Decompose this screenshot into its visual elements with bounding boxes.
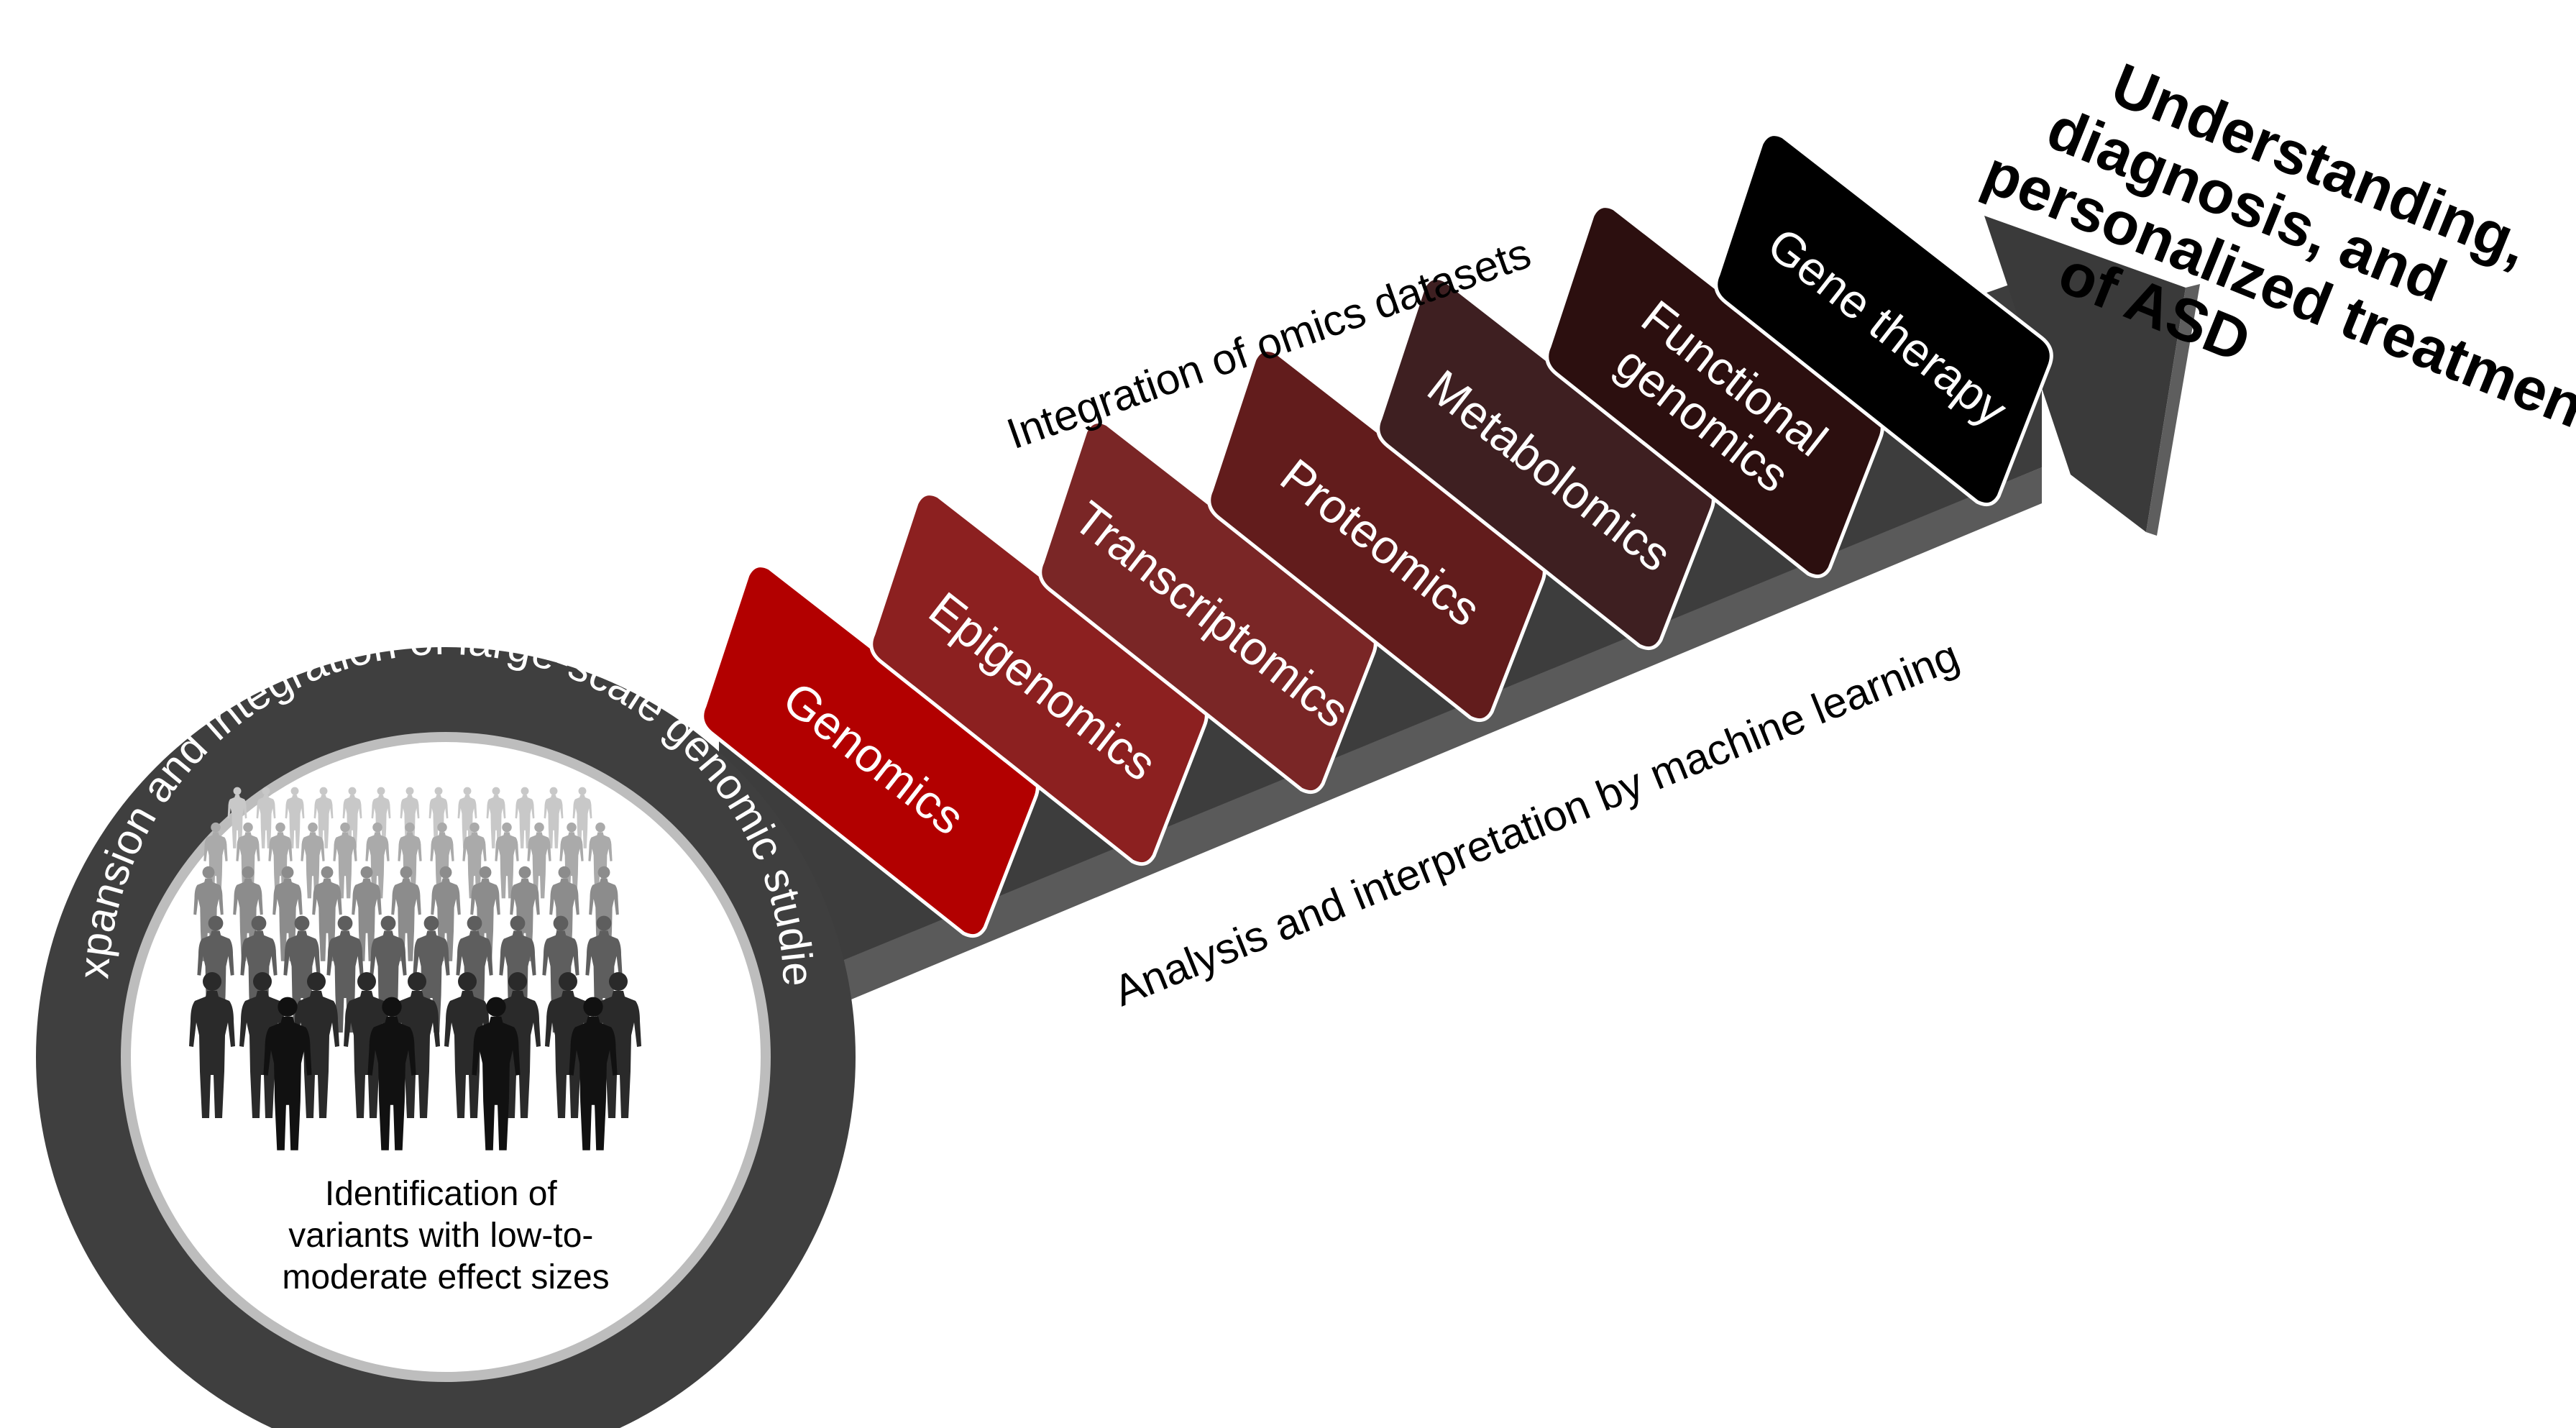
arrow-head	[1984, 216, 2186, 532]
omics-card-3: Transcriptomics	[1038, 420, 1378, 795]
omics-cards: GenomicsEpigenomicsTranscriptomicsProteo…	[700, 132, 2053, 938]
arrow-head-side	[2146, 284, 2200, 536]
omics-card-face	[1714, 132, 2053, 507]
inner-label: Identification of variants with low-to- …	[282, 1175, 609, 1296]
arrow-side-face	[748, 467, 2042, 1043]
